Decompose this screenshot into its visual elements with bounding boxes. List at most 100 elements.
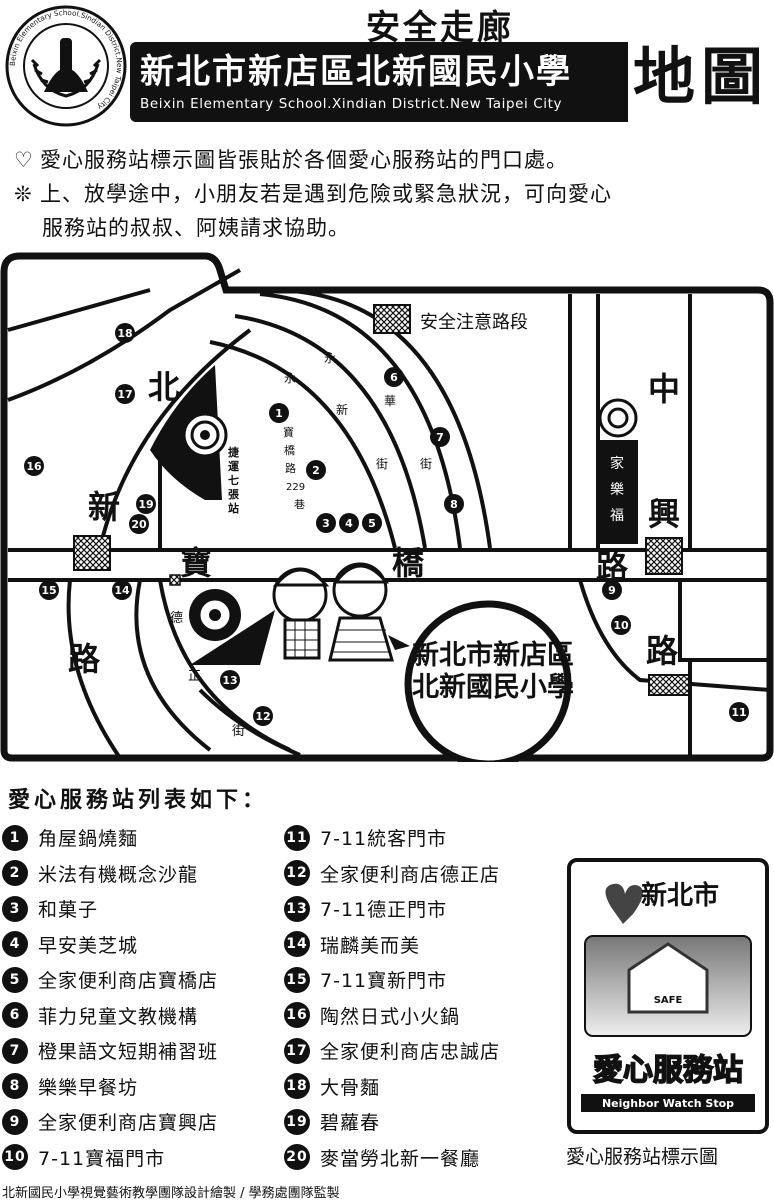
sign-main-text: 愛心服務站 [593,1053,743,1088]
street-label-jie-1: 街 [376,457,388,471]
street-label-yong-2: 永 [284,371,296,385]
mrt-label-5: 站 [228,501,239,515]
marker-16[interactable]: 16 [24,456,44,476]
street-label-hua: 華 [384,394,396,408]
map-title-top: 安全走廊 [366,8,514,48]
street-label-xin: 新 [336,402,348,417]
svg-text:13: 13 [222,674,237,687]
marker-20[interactable]: 20 [129,514,149,534]
sign-sub-bar [581,1094,755,1112]
station-name: 全家便利商店寶興店 [38,1112,219,1135]
svg-text:2: 2 [312,464,320,477]
sign-top-text: 新北市 [641,880,719,911]
station-name: 瑞麟美而美 [320,934,421,957]
road-label-bao: 寶 [180,544,212,582]
marker-11[interactable]: 11 [729,702,749,722]
number-badge: 18 [284,1073,310,1100]
marker-13[interactable]: 13 [220,670,240,690]
legend-hatch [373,304,411,334]
jialefu-label-3: 福 [610,508,624,524]
marker-14[interactable]: 14 [112,580,132,600]
school-circle [404,600,572,762]
road-label-qiao: 橋 [392,544,425,582]
neighbor-watch-sign: 新北市 SAFE 愛心服務站 Neighbor Watch Stop [567,858,769,1134]
svg-text:1: 1 [275,407,283,420]
alley-label-2: 橋 [284,443,295,457]
marker-6[interactable]: 6 [384,367,404,387]
marker-9[interactable]: 9 [602,580,622,600]
svg-text:17: 17 [117,388,132,401]
marker-19[interactable]: 19 [136,494,156,514]
svg-text:11: 11 [731,706,746,719]
marker-8[interactable]: 8 [444,494,464,514]
station-name: 橙果語文短期補習班 [38,1041,219,1064]
station-name: 大骨麵 [320,1076,381,1099]
number-badge: 1 [2,824,28,851]
marker-7[interactable]: 7 [430,427,450,447]
heart-icon: ♡ [14,148,34,172]
school-name-zh: 新北市新店區北新國民小學 [140,52,572,92]
marker-12[interactable]: 12 [253,706,273,726]
svg-text:16: 16 [26,460,42,473]
road-label-bei: 北 [148,368,180,406]
number-badge: 17 [284,1037,310,1064]
list-item: 17 全家便利商店忠誠店 [284,1033,500,1069]
hatch-zone-zhongxing-south [648,674,690,696]
number-badge: 14 [284,931,310,958]
svg-text:7: 7 [436,431,444,444]
station-name: 菲力兒童文教機構 [38,1005,199,1028]
marker-2[interactable]: 2 [306,460,326,480]
station-name: 全家便利商店寶橋店 [38,970,219,993]
road-label-lu-zhongxing: 路 [596,548,629,586]
sign-safe-text: SAFE [654,995,683,1006]
heart-icon [605,883,643,924]
svg-text:5: 5 [368,517,376,530]
marker-3[interactable]: 3 [316,513,336,533]
station-name: 7-11統客門市 [320,828,448,851]
list-item: 16 陶然日式小火鍋 [284,998,500,1034]
station-name: 7-11德正門市 [320,899,448,922]
sign-graphic: 新北市 SAFE 愛心服務站 Neighbor Watch Stop [581,880,755,1112]
road-label-lu-zhongxing-2: 路 [646,632,679,670]
children-illustration [272,562,410,662]
map-title-big: 地圖 [633,40,770,113]
mrt-label-1: 捷 [228,445,240,459]
marker-5[interactable]: 5 [362,513,382,533]
marker-10[interactable]: 10 [611,615,631,635]
marker-15[interactable]: 15 [39,580,59,600]
svg-text:19: 19 [138,498,153,511]
sign-sub-text: Neighbor Watch Stop [602,1097,734,1110]
station-name: 全家便利商店忠誠店 [320,1041,501,1064]
number-badge: 16 [284,1002,310,1029]
hatch-zone-dezheng [169,574,181,586]
street-label-de: 德 [170,611,183,626]
mrt-building-2 [190,610,275,665]
road-label-xing: 興 [648,495,680,533]
jialefu-label-2: 樂 [610,481,624,498]
list-item: 14 瑞麟美而美 [284,927,500,963]
svg-text:15: 15 [41,584,56,597]
station-name: 陶然日式小火鍋 [320,1005,461,1028]
marker-18[interactable]: 18 [115,323,135,343]
marker-4[interactable]: 4 [339,513,359,533]
number-badge: 3 [2,895,28,922]
svg-text:18: 18 [117,327,132,340]
map: 安全注意路段 北 新 路 寶 橋 中 興 路 路 德 正 街 永 永 新 華 街… [0,250,774,762]
marker-17[interactable]: 17 [115,384,135,404]
number-badge: 8 [2,1073,28,1100]
note2-continued: 服務站的叔叔、阿姨請求協助。 [42,216,350,240]
hatch-zone-beixin [73,535,111,571]
map-frame [0,252,774,762]
school-logo: Beixin Elementary School.Sindian Distric… [5,5,127,127]
station-name: 7-11寶福門市 [38,1147,166,1170]
header: Beixin Elementary School.Sindian Distric… [0,0,774,128]
marker-1[interactable]: 1 [269,403,289,423]
